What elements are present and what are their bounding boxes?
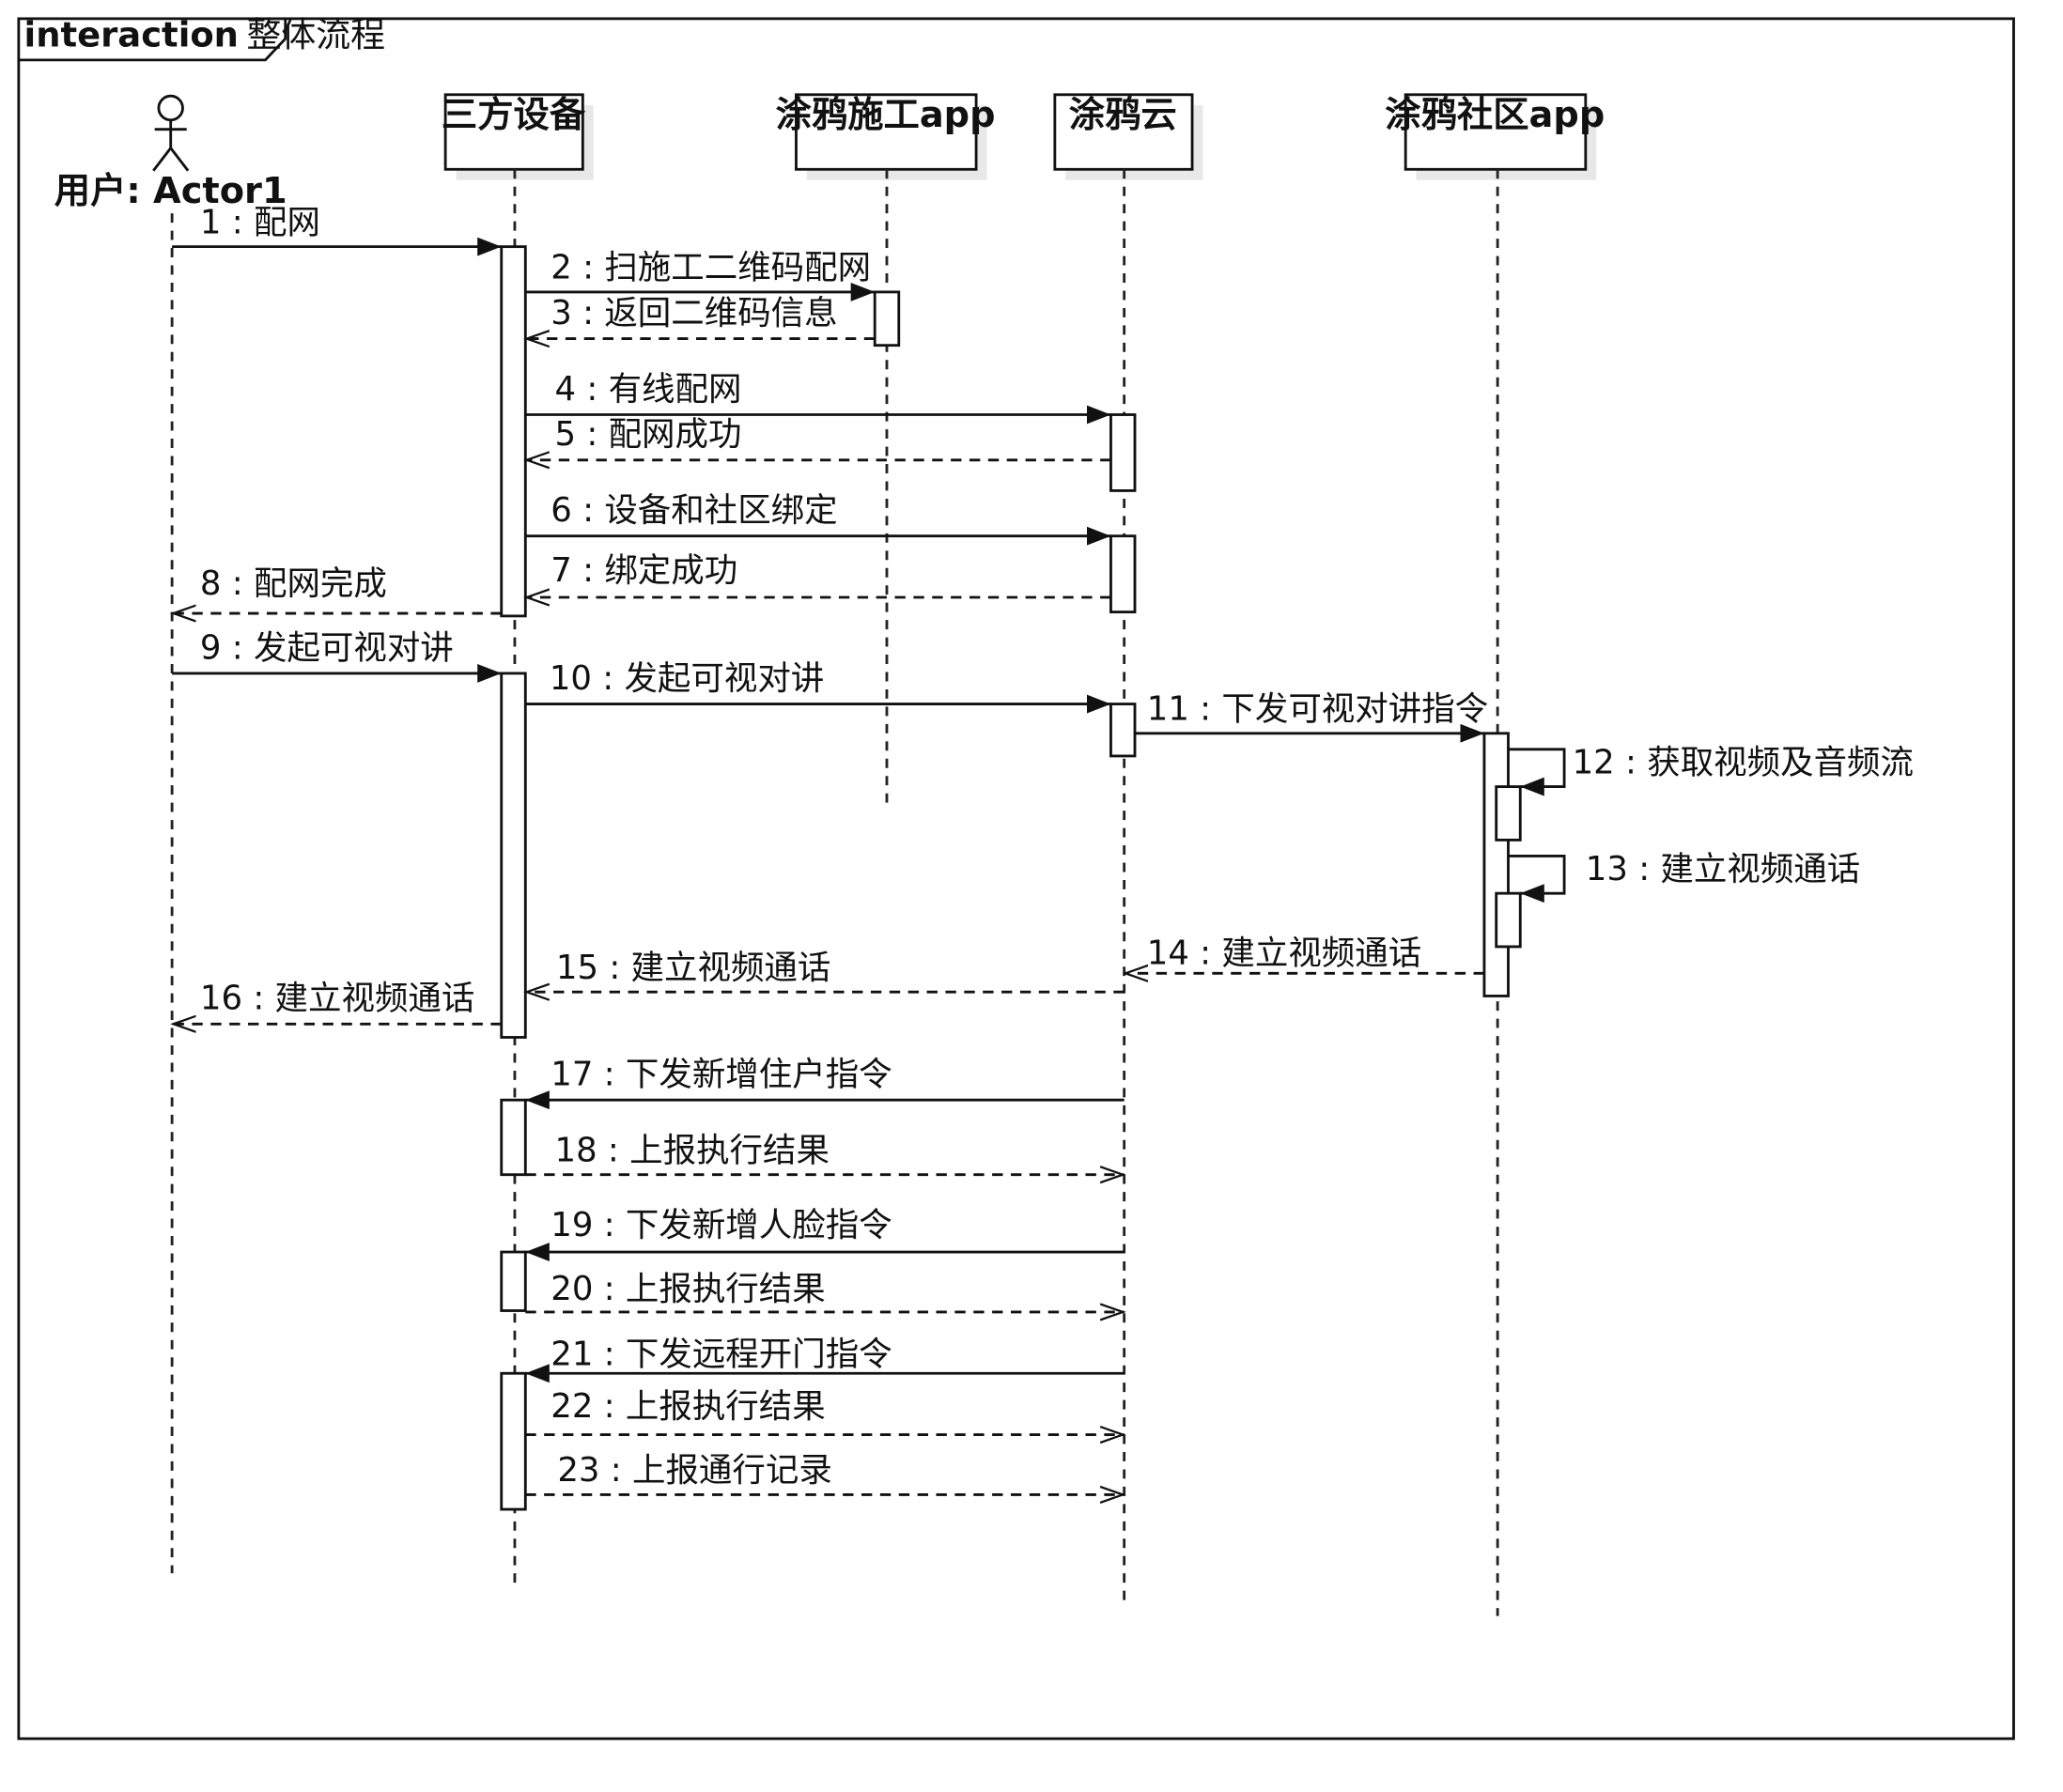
message-label-2: 2 : 扫施工二维码配网 bbox=[551, 249, 871, 287]
message-label-10: 10 : 发起可视对讲 bbox=[550, 659, 824, 698]
message-label-19: 19 : 下发新增人脸指令 bbox=[551, 1206, 892, 1244]
stick-figure-icon bbox=[152, 94, 190, 172]
frame-keyword: interaction bbox=[24, 15, 239, 55]
message-label-18: 18 : 上报执行结果 bbox=[555, 1132, 830, 1170]
participant-label: 涂鸦施工app bbox=[776, 94, 996, 136]
message-label-16: 16 : 建立视频通话 bbox=[200, 980, 474, 1018]
message-label-21: 21 : 下发远程开门指令 bbox=[551, 1336, 892, 1374]
actor-label: 用户: Actor1 bbox=[54, 170, 287, 212]
activation-cloud bbox=[1109, 413, 1137, 492]
message-label-9: 9 : 发起可视对讲 bbox=[200, 628, 454, 667]
message-arrow-13 bbox=[1508, 854, 1566, 904]
activation-community-app bbox=[1482, 732, 1510, 997]
message-label-13: 13 : 建立视频通话 bbox=[1586, 850, 1860, 888]
activation-cloud bbox=[1109, 703, 1137, 758]
message-label-17: 17 : 下发新增住户指令 bbox=[551, 1056, 892, 1094]
activation-device bbox=[500, 1250, 527, 1312]
message-label-20: 20 : 上报执行结果 bbox=[551, 1270, 825, 1308]
activation-installer-app bbox=[873, 290, 901, 348]
message-label-23: 23 : 上报通行记录 bbox=[557, 1451, 831, 1490]
activation-bars bbox=[500, 245, 1522, 1511]
participant-community-app: 涂鸦社区app bbox=[1385, 93, 1605, 180]
activation-device bbox=[500, 245, 527, 618]
message-label-3: 3 : 返回二维码信息 bbox=[551, 294, 837, 332]
activation-device bbox=[500, 1371, 527, 1511]
messages: 1 : 配网 2 : 扫施工二维码配网 3 : 返回二维码信息 4 : 有线配网… bbox=[172, 203, 1914, 1494]
message-label-15: 15 : 建立视频通话 bbox=[556, 949, 830, 987]
activation-community-app-nested bbox=[1495, 785, 1522, 842]
participant-label: 三方设备 bbox=[442, 94, 586, 136]
message-label-14: 14 : 建立视频通话 bbox=[1147, 934, 1421, 972]
message-label-7: 7 : 绑定成功 bbox=[551, 551, 737, 590]
message-label-12: 12 : 获取视频及音频流 bbox=[1573, 743, 1914, 781]
activation-community-app-nested bbox=[1495, 891, 1522, 949]
participant-device: 三方设备 bbox=[442, 93, 594, 180]
message-label-8: 8 : 配网完成 bbox=[200, 564, 387, 603]
participant-installer-app: 涂鸦施工app bbox=[776, 93, 996, 180]
message-label-22: 22 : 上报执行结果 bbox=[551, 1387, 825, 1426]
frame-name: 整体流程 bbox=[246, 15, 385, 55]
participant-label: 涂鸦云 bbox=[1069, 94, 1177, 136]
message-arrow-12 bbox=[1508, 748, 1566, 796]
message-label-11: 11 : 下发可视对讲指令 bbox=[1147, 690, 1488, 729]
activation-device bbox=[500, 672, 527, 1039]
activation-cloud bbox=[1109, 534, 1137, 614]
message-label-1: 1 : 配网 bbox=[200, 203, 320, 241]
message-label-5: 5 : 配网成功 bbox=[555, 415, 742, 454]
participant-label: 涂鸦社区app bbox=[1385, 94, 1605, 136]
message-label-4: 4 : 有线配网 bbox=[555, 370, 742, 409]
activation-device bbox=[500, 1098, 527, 1177]
actor-user: 用户: Actor1 bbox=[54, 94, 287, 212]
message-label-6: 6 : 设备和社区绑定 bbox=[551, 491, 837, 530]
participant-cloud: 涂鸦云 bbox=[1053, 93, 1203, 180]
